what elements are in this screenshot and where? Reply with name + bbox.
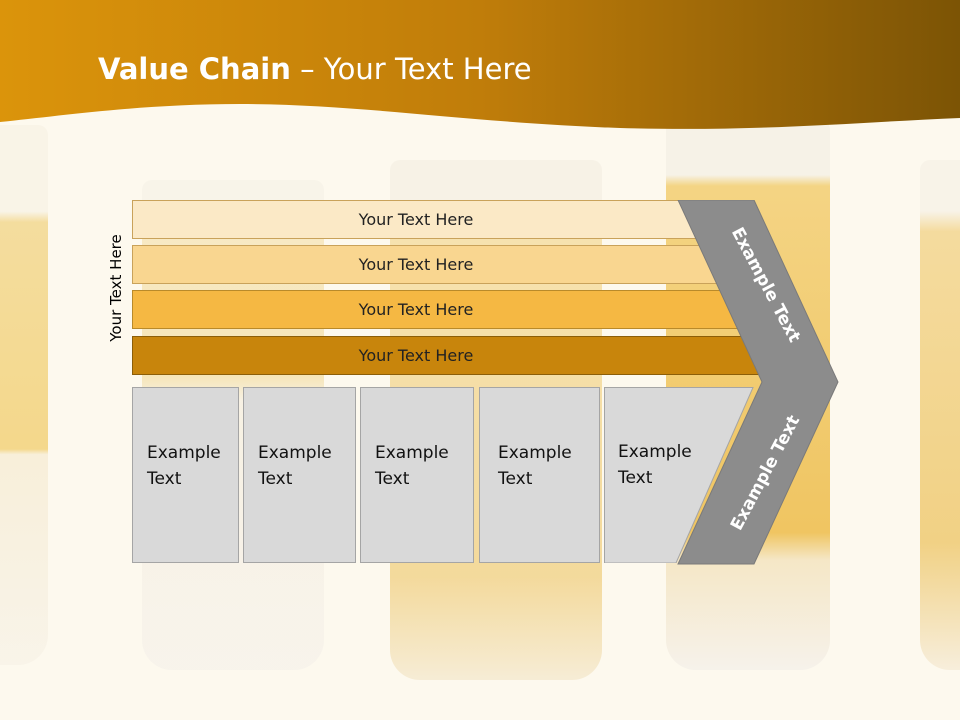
box-text-line1: Example	[618, 442, 692, 462]
value-bar-4: Your Text Here	[132, 336, 774, 375]
title-bold: Value Chain	[98, 52, 291, 86]
beer-glass-image	[0, 125, 48, 665]
box-text-line2: Text	[618, 468, 653, 488]
bar-label: Your Text Here	[358, 346, 474, 365]
value-bar-3: Your Text Here	[132, 290, 750, 329]
bar-label: Your Text Here	[358, 210, 474, 229]
value-bar-2: Your Text Here	[132, 245, 726, 284]
reflection	[132, 564, 852, 704]
value-bar-1: Your Text Here	[132, 200, 702, 239]
box-text-line1: Example	[375, 443, 449, 463]
box-text-line2: Text	[147, 469, 182, 489]
slide-title: Value Chain – Your Text Here	[98, 52, 532, 86]
box-text-line1: Example	[258, 443, 332, 463]
title-rest: – Your Text Here	[290, 52, 532, 86]
header-band	[0, 0, 960, 129]
box-text-line1: Example	[147, 443, 221, 463]
bar-label: Your Text Here	[358, 255, 474, 274]
box-text-line2: Text	[258, 469, 293, 489]
box-shape	[604, 387, 754, 563]
beer-glass-image	[920, 160, 960, 670]
box-text-line2: Text	[375, 469, 410, 489]
vertical-axis-label: Your Text Here	[107, 234, 125, 342]
chevron-arrow	[677, 200, 839, 565]
box-text-line2: Text	[498, 469, 533, 489]
bar-label: Your Text Here	[358, 300, 474, 319]
box-text-line1: Example	[498, 443, 572, 463]
